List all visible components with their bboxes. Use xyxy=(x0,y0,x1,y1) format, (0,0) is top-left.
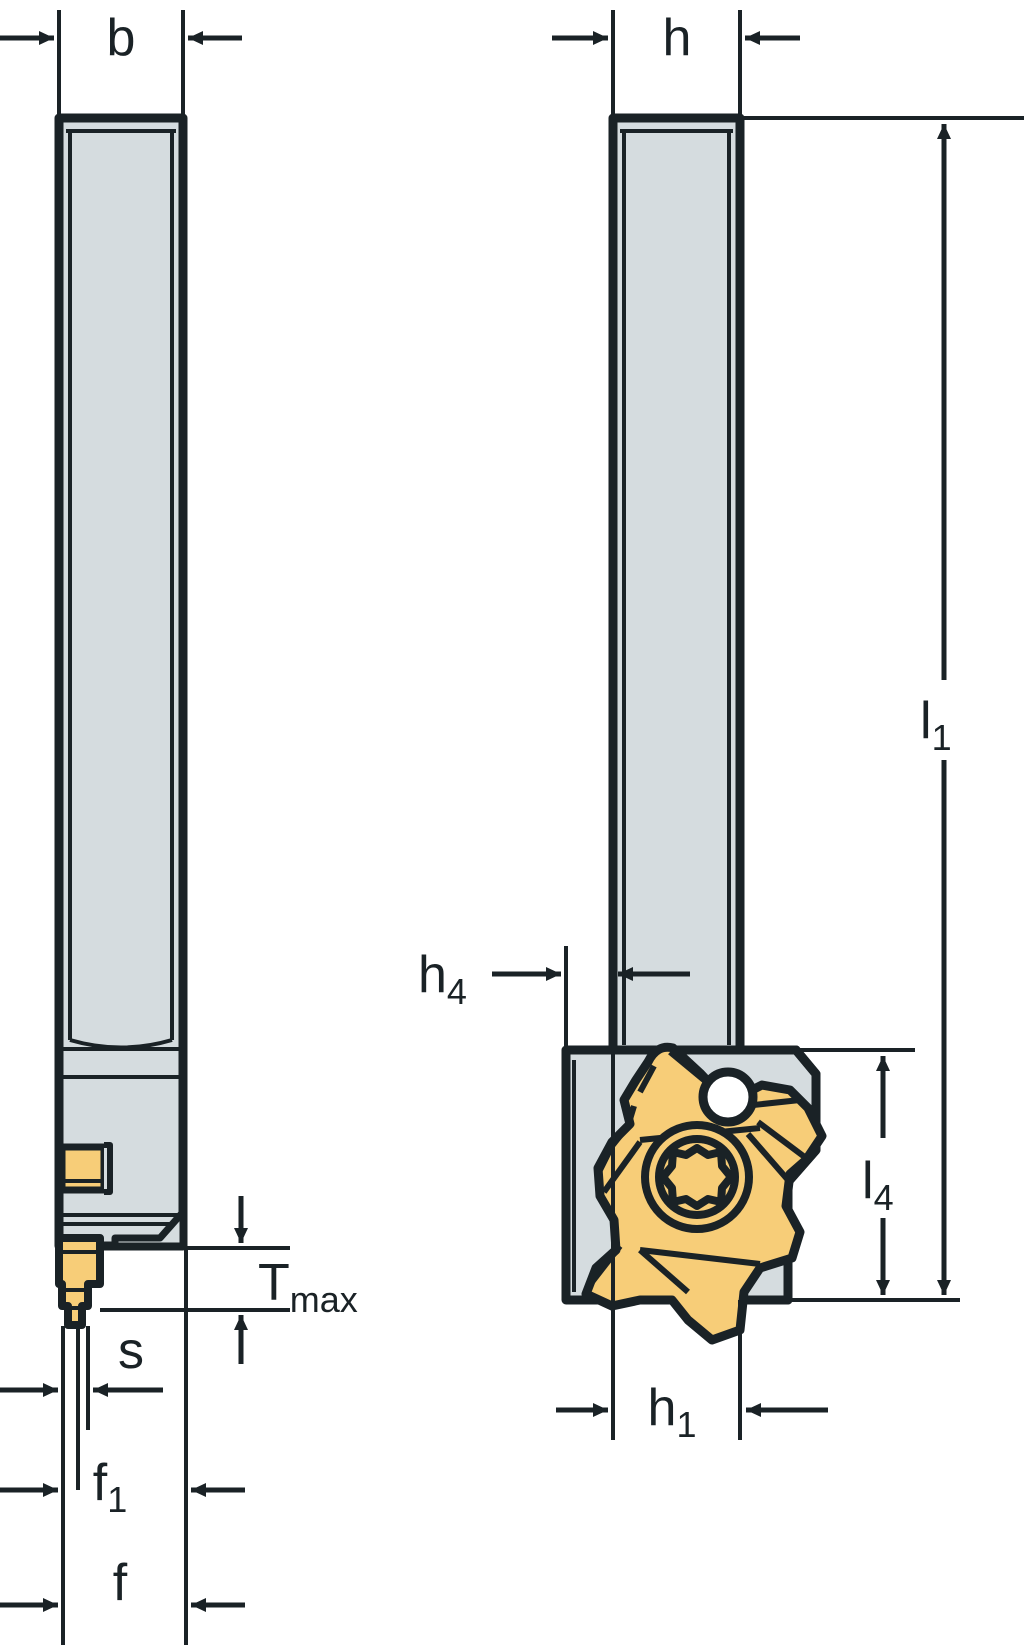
h1-extension-lines xyxy=(611,1050,742,1440)
grooving-blade-front xyxy=(55,1234,104,1329)
carbide-insert-star xyxy=(581,1042,827,1345)
shank-body-side xyxy=(608,113,745,1055)
dimension-label-b: b xyxy=(107,9,136,67)
shank-body-front xyxy=(54,113,188,1251)
front-view-group: b xyxy=(0,9,358,1645)
shank-lower-bands xyxy=(62,1213,180,1226)
side-view-group: h xyxy=(418,9,1024,1445)
l4-extension-lines xyxy=(744,1048,960,1302)
dimension-label-h: h xyxy=(663,9,692,67)
dimension-label-l1: l1 xyxy=(920,692,952,758)
dimension-label-f1: f1 xyxy=(93,1454,127,1520)
dimension-label-l4: l4 xyxy=(862,1152,894,1218)
dimension-label-s: s xyxy=(118,1322,144,1380)
b-extension-lines xyxy=(57,10,185,120)
tmax-extension-lines xyxy=(100,1246,290,1645)
dimension-label-tmax: Tmax xyxy=(258,1254,358,1320)
insert-locating-pin xyxy=(698,1067,758,1127)
head-chamfer-front xyxy=(111,1208,187,1250)
clamp-screw-upper xyxy=(58,1142,113,1195)
torx-screw-icon xyxy=(659,1144,735,1210)
h-extension-lines xyxy=(611,10,742,120)
front-view-extension-lines-vertical xyxy=(61,1326,90,1645)
dimension-label-f: f xyxy=(113,1554,128,1612)
dimension-label-h1: h1 xyxy=(648,1379,697,1445)
dimension-label-h4: h4 xyxy=(418,946,467,1012)
